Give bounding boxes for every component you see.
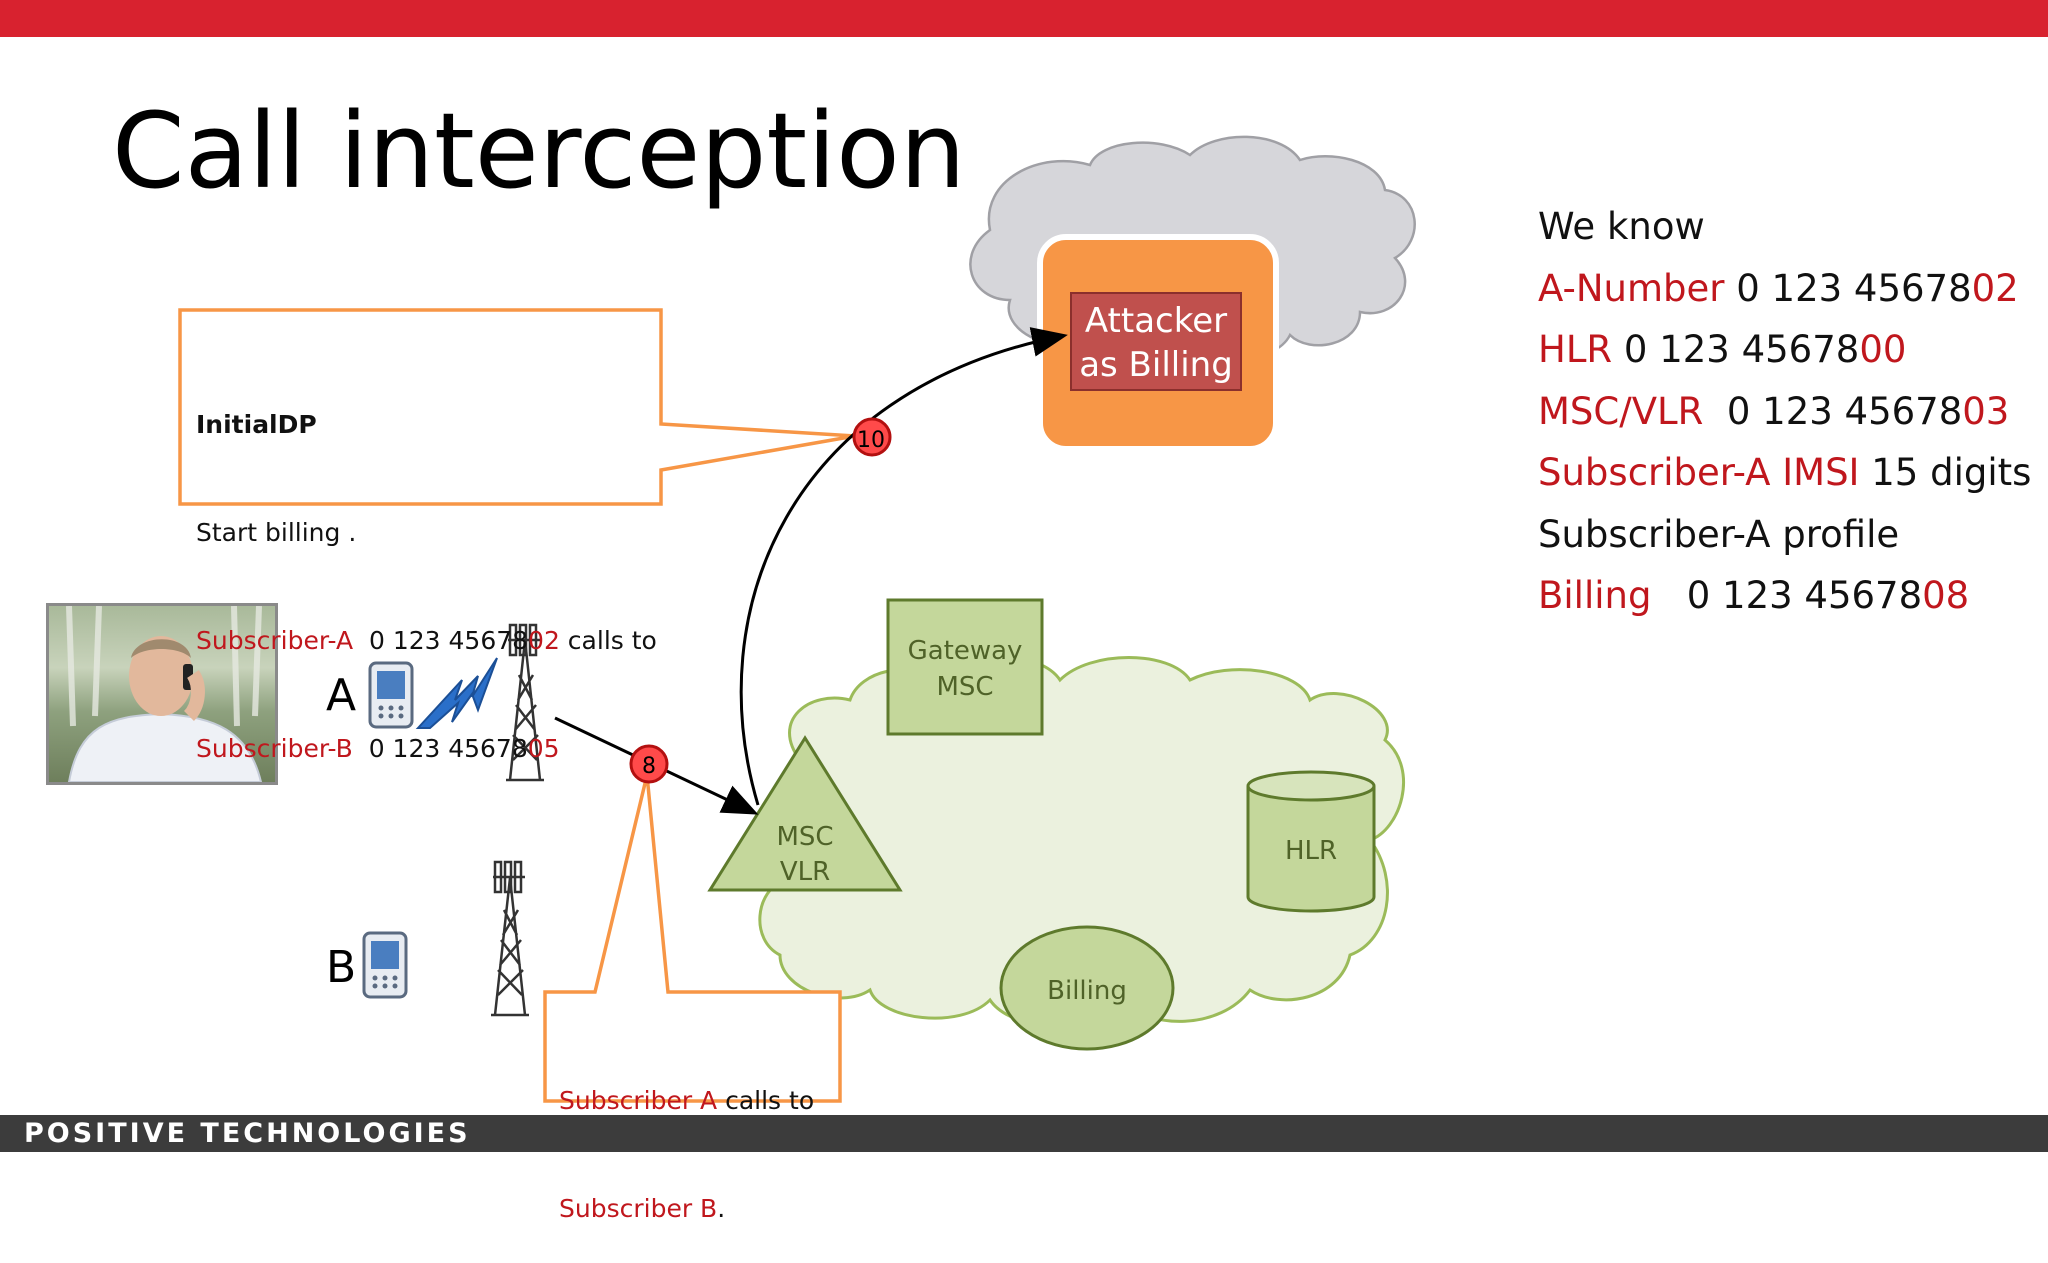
fact-label: HLR bbox=[1538, 328, 1613, 371]
call-period: . bbox=[717, 1194, 726, 1223]
fact-value: 15 digits bbox=[1859, 451, 2032, 494]
hlr-node bbox=[1246, 770, 1376, 913]
initialdp-subscriber-b-row: Subscriber-B 0 123 4567805 bbox=[196, 731, 657, 767]
attacker-label-line2: as Billing bbox=[1079, 345, 1233, 385]
fact-value: 0 123 45678 bbox=[1612, 328, 1860, 371]
initialdp-subscriber-a-number-suffix: 02 bbox=[528, 626, 560, 655]
initialdp-title: InitialDP bbox=[196, 410, 317, 439]
fact-value-suffix: 02 bbox=[1971, 266, 2019, 310]
step-marker-10 bbox=[852, 417, 892, 457]
subscriber-a-label: A bbox=[326, 670, 356, 721]
initialdp-calls-to: calls to bbox=[559, 626, 657, 655]
subscriber-b-label: B bbox=[326, 942, 356, 993]
fact-value: 0 123 45678 bbox=[1724, 266, 1972, 310]
call-callout-text: Subscriber A calls to Subscriber B. bbox=[559, 1011, 814, 1263]
step-marker-8 bbox=[629, 744, 669, 784]
step-marker-8-label: 8 bbox=[642, 754, 656, 779]
brand-logo-text: POSITIVE TECHNOLOGIES bbox=[24, 1118, 471, 1149]
person-illustration bbox=[66, 606, 263, 782]
top-accent-bar bbox=[0, 0, 2048, 37]
initialdp-subscriber-a-number: 0 123 45678 bbox=[353, 626, 529, 655]
billing-label: Billing bbox=[1047, 976, 1127, 1006]
initialdp-subscriber-b-number-suffix: 05 bbox=[527, 734, 560, 763]
gateway-msc-node bbox=[886, 598, 1044, 736]
attacker-inner-box bbox=[1070, 292, 1242, 391]
initialdp-start-billing: Start billing . bbox=[196, 518, 357, 547]
fact-label: Billing bbox=[1538, 574, 1652, 617]
call-callout-line2: Subscriber B. bbox=[559, 1191, 814, 1227]
gateway-msc-label-line2: MSC bbox=[936, 672, 993, 702]
fact-label: MSC/VLR bbox=[1538, 389, 1704, 433]
call-callout-box bbox=[543, 774, 842, 1103]
fact-value-suffix: 00 bbox=[1859, 328, 1907, 371]
cell-tower-icon bbox=[491, 860, 529, 1017]
fact-value: 0 123 45678 bbox=[1651, 574, 1923, 617]
fact-label: A-Number bbox=[1538, 266, 1725, 310]
radio-signal-lightning-icon bbox=[415, 657, 498, 729]
billing-node bbox=[999, 925, 1175, 1051]
fact-hlr: HLR 0 123 4567800 bbox=[1538, 319, 2031, 381]
initialdp-subscriber-a-label: Subscriber-A bbox=[196, 626, 354, 655]
cell-tower-icon bbox=[506, 623, 544, 782]
fact-label: Subscriber-A IMSI bbox=[1538, 451, 1860, 494]
fact-value: 0 123 45678 bbox=[1703, 389, 1963, 433]
call-callout-line1: Subscriber A calls to bbox=[559, 1083, 814, 1119]
fact-billing: Billing 0 123 4567808 bbox=[1538, 565, 2031, 627]
fact-value-suffix: 08 bbox=[1922, 574, 1970, 617]
step-marker-10-label: 10 bbox=[857, 428, 885, 453]
slide-title: Call interception bbox=[112, 90, 966, 212]
attacker-label-line1: Attacker bbox=[1085, 301, 1227, 341]
mobile-phone-icon bbox=[368, 661, 414, 729]
initialdp-callout-box bbox=[178, 308, 856, 506]
network-diagram: Attacker as Billing Gateway MSC MSC VLR … bbox=[178, 135, 1416, 1103]
arrow-msc-to-attacker bbox=[739, 327, 1068, 806]
call-subscriber-b: Subscriber B bbox=[559, 1194, 718, 1223]
msc-vlr-label-line2: VLR bbox=[780, 857, 830, 887]
fact-profile: Subscriber-A profile bbox=[1538, 512, 1900, 556]
fact-imsi: Subscriber-A IMSI 15 digits bbox=[1538, 442, 2031, 504]
fact-value-suffix: 03 bbox=[1962, 389, 2010, 433]
msc-vlr-label-line1: MSC bbox=[776, 822, 833, 852]
known-facts-panel: We know A-Number 0 123 4567802 HLR 0 123… bbox=[1538, 196, 2031, 627]
initialdp-subscriber-b-label: Subscriber-B bbox=[196, 734, 353, 763]
facts-heading: We know bbox=[1538, 205, 1705, 248]
call-calls-to: calls to bbox=[717, 1086, 815, 1115]
gateway-msc-label-line1: Gateway bbox=[908, 636, 1023, 666]
mobile-phone-icon bbox=[362, 931, 408, 999]
call-subscriber-a: Subscriber A bbox=[559, 1086, 718, 1115]
hlr-label: HLR bbox=[1285, 836, 1337, 866]
initialdp-subscriber-a-row: Subscriber-A 0 123 4567802 calls to bbox=[196, 623, 657, 659]
fact-a-number: A-Number 0 123 4567802 bbox=[1538, 258, 2031, 320]
initialdp-callout-text: InitialDP Start billing . Subscriber-A 0… bbox=[196, 335, 657, 803]
initialdp-subscriber-b-number: 0 123 45678 bbox=[352, 734, 528, 763]
footer-bar bbox=[0, 1115, 2048, 1152]
fact-msc-vlr: MSC/VLR 0 123 4567803 bbox=[1538, 381, 2031, 443]
person-on-phone-photo bbox=[46, 603, 278, 785]
